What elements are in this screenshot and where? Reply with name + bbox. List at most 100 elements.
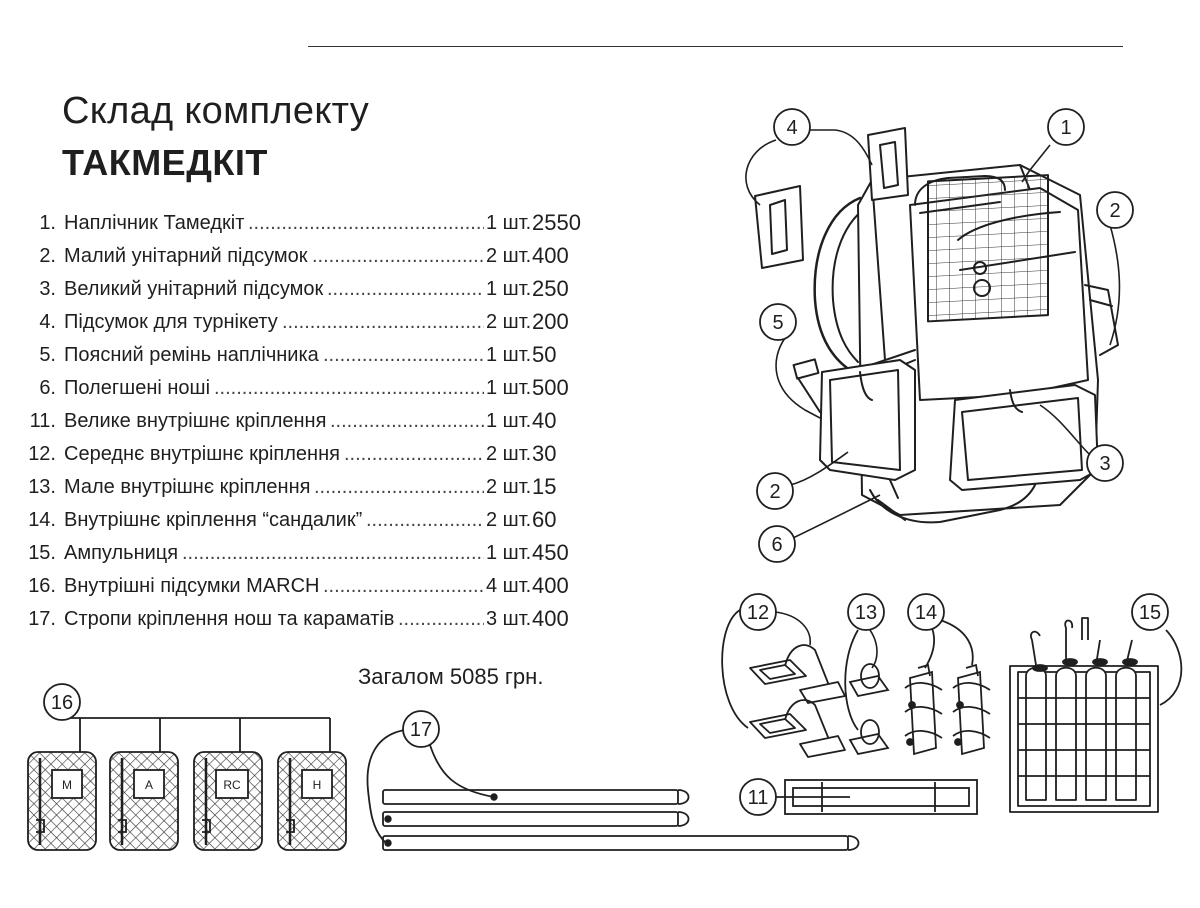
page-title: Склад комплекту bbox=[62, 90, 370, 132]
straps-illustration bbox=[366, 729, 860, 851]
callout-leaders bbox=[745, 129, 1121, 539]
callout-label: 11 bbox=[748, 787, 769, 809]
item-number: 1. bbox=[39, 212, 56, 234]
item-quantity: 2 шт. bbox=[486, 443, 532, 465]
list-item: 17. Стропи кріплення нош та караматів ..… bbox=[20, 604, 600, 634]
medium-mount-illustration bbox=[721, 609, 846, 758]
callout-5: 5 bbox=[759, 303, 797, 341]
item-price: 250 bbox=[532, 276, 569, 301]
callout-label: 2 bbox=[1109, 200, 1120, 222]
item-number: 15. bbox=[28, 542, 56, 564]
item-number: 11. bbox=[29, 410, 56, 432]
callout-16: 16 bbox=[43, 683, 81, 721]
item-price: 30 bbox=[532, 441, 557, 466]
list-item: 14. Внутрішнє кріплення “сандалик” .....… bbox=[20, 505, 600, 535]
item-number: 12. bbox=[28, 443, 56, 465]
pouch-label: H bbox=[313, 778, 322, 792]
leader-dots: ........................................… bbox=[344, 443, 484, 465]
pouch-label: RC bbox=[223, 778, 241, 792]
callout-label: 2 bbox=[769, 481, 780, 503]
item-quantity: 1 шт. bbox=[486, 377, 532, 399]
list-item: 11. Велике внутрішнє кріплення .........… bbox=[20, 406, 600, 436]
list-item: 1. Наплічник Тамедкіт ..................… bbox=[20, 208, 600, 238]
leader-dots: ........................................… bbox=[248, 212, 484, 234]
item-quantity: 3 шт. bbox=[486, 608, 532, 630]
leader-dots: ........................................… bbox=[182, 542, 484, 564]
sandalik-mount-illustration bbox=[904, 619, 991, 756]
callout-label: 12 bbox=[747, 602, 769, 624]
leader-dots: ........................................… bbox=[312, 245, 484, 267]
item-number: 13. bbox=[28, 476, 56, 498]
item-quantity: 1 шт. bbox=[486, 542, 532, 564]
item-name: Полегшені ноші bbox=[64, 377, 211, 399]
item-price: 400 bbox=[532, 243, 569, 268]
leader-dots: ........................................… bbox=[214, 377, 484, 399]
pouch-label: A bbox=[145, 778, 153, 792]
callout-label: 3 bbox=[1099, 453, 1110, 475]
backpack-illustration bbox=[754, 127, 1119, 524]
top-divider bbox=[308, 46, 1123, 47]
total-price: Загалом 5085 грн. bbox=[358, 664, 544, 689]
list-item: 3. Великий унітарний підсумок ..........… bbox=[20, 274, 600, 304]
leader-dots: ........................................… bbox=[314, 476, 484, 498]
item-name: Малий унітарний підсумок bbox=[64, 245, 308, 267]
callout-3: 3 bbox=[1086, 444, 1124, 482]
item-name: Середнє внутрішнє кріплення bbox=[64, 443, 340, 465]
item-name: Внутрішні підсумки MARCH bbox=[64, 575, 320, 597]
callout-label: 13 bbox=[855, 602, 877, 624]
callout-label: 1 bbox=[1060, 117, 1071, 139]
item-quantity: 2 шт. bbox=[486, 311, 532, 333]
item-name: Стропи кріплення нош та караматів bbox=[64, 608, 395, 630]
callout-1: 1 bbox=[1047, 108, 1085, 146]
item-price: 200 bbox=[532, 309, 569, 334]
item-quantity: 1 шт. bbox=[486, 278, 532, 300]
item-quantity: 2 шт. bbox=[486, 245, 532, 267]
large-mount-illustration bbox=[776, 779, 978, 815]
callout-12: 12 bbox=[739, 593, 811, 646]
item-number: 3. bbox=[39, 278, 56, 300]
item-name: Велике внутрішнє кріплення bbox=[64, 410, 327, 432]
small-mount-illustration bbox=[844, 629, 890, 756]
item-price: 60 bbox=[532, 507, 557, 532]
item-name: Підсумок для турнікету bbox=[64, 311, 278, 333]
march-pouches-illustration bbox=[27, 717, 347, 851]
callout-11: 11 bbox=[739, 778, 777, 816]
item-price: 450 bbox=[532, 540, 569, 565]
callout-2-bottom: 2 bbox=[756, 472, 794, 510]
list-item: 5. Поясний ремінь наплічника ...........… bbox=[20, 340, 600, 370]
callout-label: 16 bbox=[51, 692, 73, 714]
item-name: Ампульниця bbox=[64, 542, 179, 564]
item-price: 15 bbox=[532, 474, 557, 499]
item-name: Великий унітарний підсумок bbox=[64, 278, 324, 300]
item-number: 14. bbox=[28, 509, 56, 531]
leader-dots: ........................................… bbox=[323, 575, 484, 597]
callout-2-top: 2 bbox=[1096, 191, 1134, 229]
item-price: 400 bbox=[532, 573, 569, 598]
leader-dots: ........................................… bbox=[282, 311, 484, 333]
item-quantity: 1 шт. bbox=[486, 344, 532, 366]
item-quantity: 2 шт. bbox=[486, 509, 532, 531]
callout-label: 4 bbox=[786, 117, 797, 139]
callout-label: 15 bbox=[1139, 602, 1161, 624]
item-quantity: 1 шт. bbox=[486, 410, 532, 432]
pouch-label: M bbox=[62, 778, 72, 792]
item-number: 4. bbox=[39, 311, 56, 333]
list-item: 16. Внутрішні підсумки MARCH ...........… bbox=[20, 571, 600, 601]
item-price: 500 bbox=[532, 375, 569, 400]
leader-dots: ........................................… bbox=[330, 410, 484, 432]
item-price: 400 bbox=[532, 606, 569, 631]
item-price: 2550 bbox=[532, 210, 581, 235]
item-number: 16. bbox=[28, 575, 56, 597]
item-name: Внутрішнє кріплення “сандалик” bbox=[64, 509, 363, 531]
item-quantity: 1 шт. bbox=[486, 212, 532, 234]
item-name: Поясний ремінь наплічника bbox=[64, 344, 319, 366]
leader-dots: ........................................… bbox=[323, 344, 484, 366]
item-number: 5. bbox=[39, 344, 56, 366]
item-price: 40 bbox=[532, 408, 557, 433]
callout-15: 15 bbox=[1131, 593, 1169, 631]
callout-13: 13 bbox=[847, 593, 885, 669]
callout-label: 17 bbox=[410, 719, 432, 741]
callout-4: 4 bbox=[773, 108, 811, 146]
item-number: 17. bbox=[28, 608, 56, 630]
